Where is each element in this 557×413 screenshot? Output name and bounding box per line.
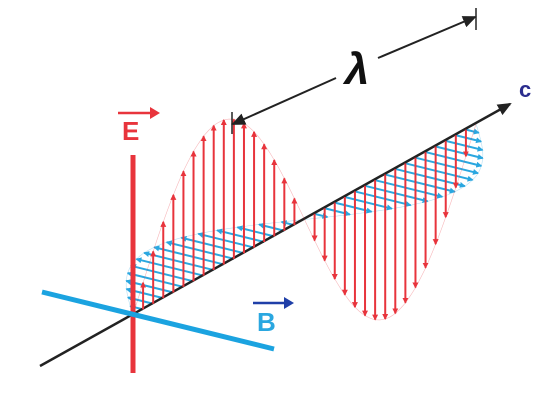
electric-field-vectors <box>132 118 477 321</box>
magnetic-field-vector <box>165 240 235 260</box>
magnetic-field-vector <box>197 232 255 249</box>
magnetic-field-vector <box>216 228 265 243</box>
magnetic-field-vector <box>455 134 483 144</box>
magnetic-field-vector <box>344 196 393 211</box>
magnetic-field-axis <box>41 289 275 352</box>
electric-wave-envelope <box>132 118 477 321</box>
magnetic-field-vector <box>405 162 474 182</box>
magnetic-field-vector <box>465 128 480 135</box>
magnetic-field-vector <box>324 207 351 217</box>
magnetic-field-label: B <box>257 307 276 337</box>
magnetic-field-vector <box>435 145 484 160</box>
magnetic-vector-arrowhead-icon <box>284 297 294 309</box>
magnetic-field-vector <box>354 190 412 207</box>
magnetic-field-vector <box>445 139 484 152</box>
magnetic-field-vector <box>425 151 483 168</box>
speed-label: c <box>519 77 531 102</box>
electric-vector-arrowhead-icon <box>150 107 160 119</box>
wavelength-arrow-right <box>377 16 477 59</box>
magnetic-field-vector <box>258 222 285 232</box>
magnetic-field-vector <box>135 257 204 277</box>
wavelength-label: λ <box>343 45 369 94</box>
magnetic-field-vector <box>384 173 456 194</box>
electric-field-label: E <box>122 116 139 146</box>
magnetic-field-vector <box>374 179 444 199</box>
magnetic-field-vector <box>126 271 184 288</box>
magnetic-field-vector <box>153 245 225 266</box>
wavelength-arrow-left <box>231 77 337 125</box>
